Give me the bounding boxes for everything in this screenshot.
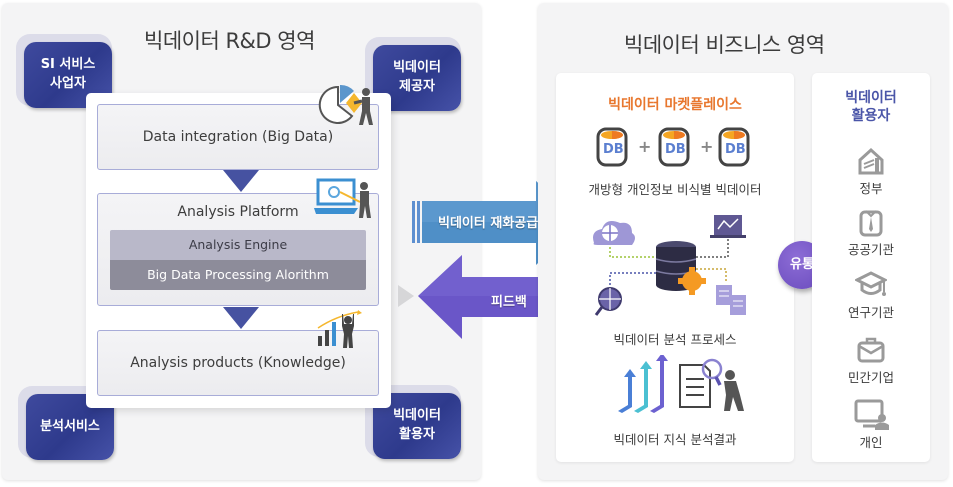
- stage-analysis-products-label: Analysis products (Knowledge): [130, 355, 346, 371]
- stage-analysis-platform: Analysis Platform Analysis Engine Big Da…: [97, 193, 379, 306]
- pie-chart-person-icon: [318, 84, 373, 125]
- graduation-cap-icon: [855, 271, 887, 296]
- data-user-label: 빅데이터 활용자: [373, 393, 461, 459]
- globe-search-icon: [594, 287, 622, 316]
- user-label: 개인: [859, 435, 883, 450]
- db-label: DB: [725, 142, 746, 157]
- analysis-engine-label: Analysis Engine: [110, 230, 366, 260]
- database-icon: [718, 125, 750, 167]
- user-label: 정부: [859, 181, 883, 196]
- data-users-title: 빅데이터 활용자: [845, 90, 897, 124]
- marketplace-title: 빅데이터 마켓플레이스: [608, 97, 742, 113]
- laptop-presenter-icon: [314, 178, 371, 218]
- analysis-process-illustration: [593, 215, 746, 316]
- data-provider-label: 빅데이터 제공자: [373, 45, 461, 111]
- plus-sign: +: [700, 137, 714, 156]
- user-label: 공공기관: [847, 242, 894, 257]
- stage-data-integration-label: Data integration (Big Data): [142, 129, 334, 145]
- feedback-arrow-label: 피드백: [491, 295, 527, 310]
- db-label: DB: [665, 142, 686, 157]
- business-area-title: 빅데이터 비즈니스 영역: [624, 33, 825, 57]
- user-item-private-company: 민간기업: [812, 335, 930, 393]
- user-label: 연구기관: [847, 305, 894, 320]
- user-item-government: 정부: [812, 146, 930, 204]
- document-magnifier-person-icon: [679, 358, 744, 411]
- si-provider-badge: SI 서비스 사업자: [16, 34, 120, 114]
- laptop-chart-icon: [710, 215, 746, 238]
- db-combination: DB + DB + DB: [596, 125, 756, 167]
- supply-arrow-label: 빅데이터 재화공급: [438, 216, 539, 231]
- db-label: DB: [603, 142, 624, 157]
- marketplace-card: 빅데이터 마켓플레이스 DB + DB + DB 개방형 개인정보 비식별 빅데…: [556, 73, 794, 462]
- analysis-process-caption: 빅데이터 분석 프로세스: [613, 332, 737, 347]
- knowledge-result-caption: 빅데이터 지식 분석결과: [613, 432, 737, 447]
- monitor-person-icon: [854, 399, 889, 430]
- down-arrow-icon: [223, 307, 259, 329]
- documents-icon: [716, 285, 746, 315]
- rd-area-title: 빅데이터 R&D 영역: [144, 29, 315, 53]
- plus-sign: +: [638, 137, 652, 156]
- briefcase-icon: [857, 337, 885, 363]
- knowledge-result-illustration: [618, 355, 744, 413]
- shirt-tie-icon: [859, 210, 883, 237]
- analysis-platform-label: Analysis Platform: [177, 204, 299, 220]
- stage-data-integration: Data integration (Big Data): [97, 104, 379, 170]
- processing-algorithm-label: Big Data Processing Alorithm: [110, 260, 366, 290]
- data-user-badge: 빅데이터 활용자: [365, 385, 469, 465]
- database-icon: [658, 125, 690, 167]
- database-icon: [596, 125, 628, 167]
- cloud-globe-icon: [593, 221, 635, 245]
- growth-chart-person-icon: [317, 310, 362, 348]
- user-label: 민간기업: [847, 370, 894, 385]
- gear-icon: [678, 267, 706, 295]
- analysis-service-badge: 분석서비스: [18, 386, 122, 466]
- user-item-research-institute: 연구기관: [812, 270, 930, 328]
- open-data-caption: 개방형 개인정보 비식별 빅데이터: [588, 182, 762, 197]
- down-arrow-icon: [223, 170, 259, 192]
- user-item-individual: 개인: [812, 398, 930, 456]
- user-item-public-institution: 공공기관: [812, 207, 930, 265]
- government-building-icon: [858, 147, 884, 175]
- data-users-card: 빅데이터 활용자 정부 공공기관 연구기관 민간기업: [812, 73, 930, 462]
- rising-arrows-icon: [618, 355, 668, 413]
- rd-process-card: Data integration (Big Data) Analysis Pla…: [86, 84, 391, 408]
